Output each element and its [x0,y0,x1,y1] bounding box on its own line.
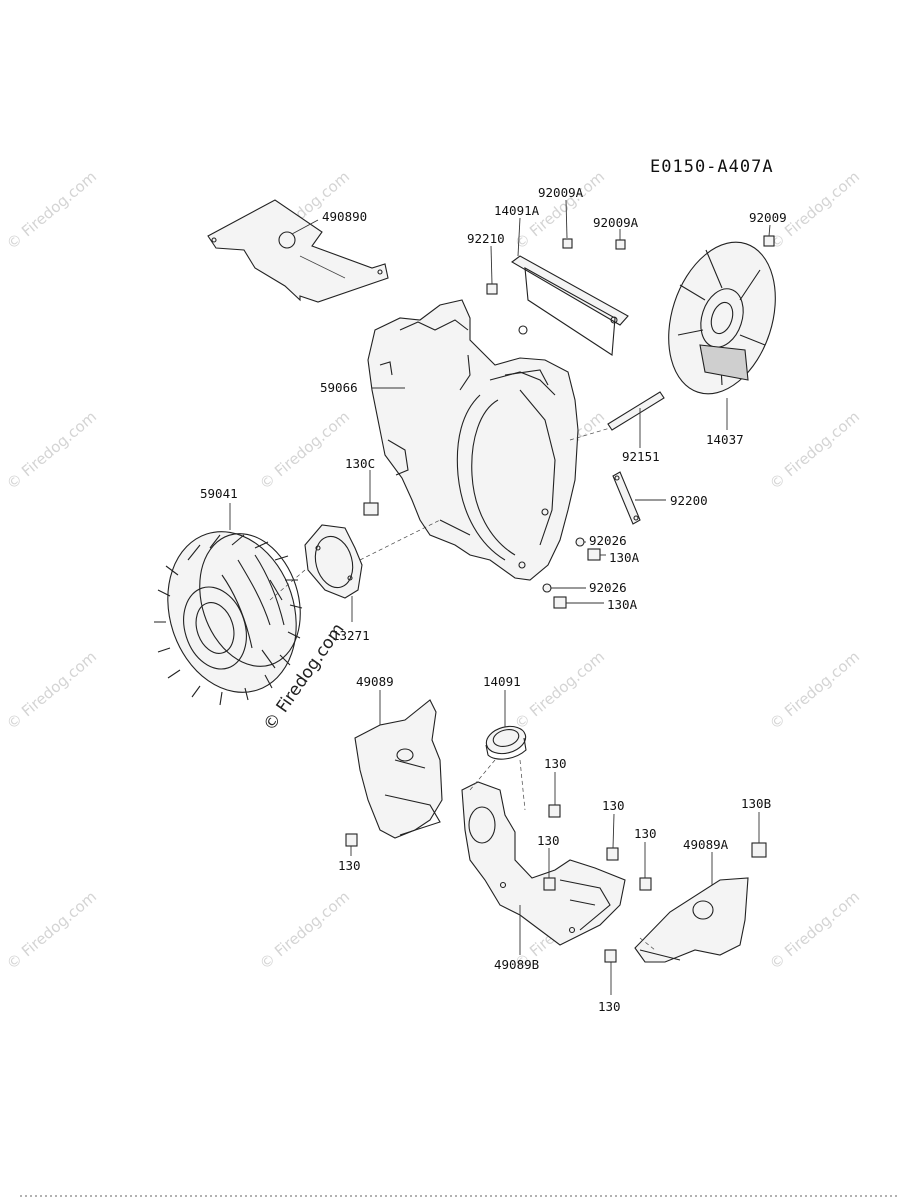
watermark: © Firedog.com [766,888,863,973]
watermark: © Firedog.com [3,888,100,973]
label-13271: 13271 [332,628,370,643]
strap-92200 [612,471,641,525]
part-labels: 490890 92009A 14091A 92009A 92210 92009 … [200,185,787,1014]
rod-92151 [607,391,665,431]
label-49089: 49089 [356,674,394,689]
label-49089B: 49089B [494,957,539,972]
label-59041: 59041 [200,486,238,501]
label-130B: 130B [741,796,771,811]
label-92009A: 92009A [538,185,584,200]
label-92009A: 92009A [593,215,639,230]
bolt-92009A-2 [615,239,626,250]
screen-14037 [668,235,776,395]
label-130A: 130A [609,550,640,565]
label-490890: 490890 [322,209,367,224]
bolt-130A-1 [587,548,601,561]
nut-92210 [486,283,498,295]
watermark: © Firedog.com [766,408,863,493]
bolt-130-6 [604,949,617,963]
label-130: 130 [537,833,560,848]
watermark: © Firedog.com [256,408,353,493]
watermark: © Firedog.com [3,408,100,493]
fan-59041 [154,531,303,706]
bolt-130C [363,502,379,516]
label-130C: 130C [345,456,375,471]
housing-49089B [461,781,626,946]
label-92200: 92200 [670,493,708,508]
label-92151: 92151 [622,449,660,464]
label-130: 130 [598,999,621,1014]
bolt-130-3 [606,847,619,861]
cover-49089A [634,877,749,963]
bolt-130-2 [548,804,561,818]
watermark: © Firedog.com [3,168,100,253]
ring-14091 [485,725,527,760]
bolt-92009 [763,235,775,247]
bolt-130-4 [543,877,556,891]
label-14091: 14091 [483,674,521,689]
label-130: 130 [544,756,567,771]
plate-13271 [304,524,363,599]
bolt-92009A-1 [562,238,573,249]
label-92026: 92026 [589,580,627,595]
label-92026: 92026 [589,533,627,548]
bolt-130B [751,842,767,858]
label-14091A: 14091A [494,203,540,218]
watermark: © Firedog.com [256,888,353,973]
washer-92026-2 [542,583,552,593]
watermark: © Firedog.com [766,648,863,733]
label-130: 130 [602,798,625,813]
bolt-130A-2 [553,596,567,609]
cover-49089 [354,699,443,839]
label-92210: 92210 [467,231,505,246]
label-49089A: 49089A [683,837,729,852]
fan-housing-59066 [367,283,579,581]
watermark: © Firedog.com [511,648,608,733]
label-130: 130 [338,858,361,873]
bracket-plate-490890 [207,199,389,303]
leader-lines [229,199,771,995]
fastener-group [345,235,775,963]
bolt-130-5 [639,877,652,891]
label-130A: 130A [607,597,638,612]
label-59066: 59066 [320,380,358,395]
washer-92026-1 [575,537,585,547]
bolt-130-1 [345,833,358,847]
plate-14091A [511,255,629,356]
diagram-code: E0150-A407A [650,157,774,177]
watermark: © Firedog.com [3,648,100,733]
label-130: 130 [634,826,657,841]
label-14037: 14037 [706,432,744,447]
label-92009: 92009 [749,210,787,225]
